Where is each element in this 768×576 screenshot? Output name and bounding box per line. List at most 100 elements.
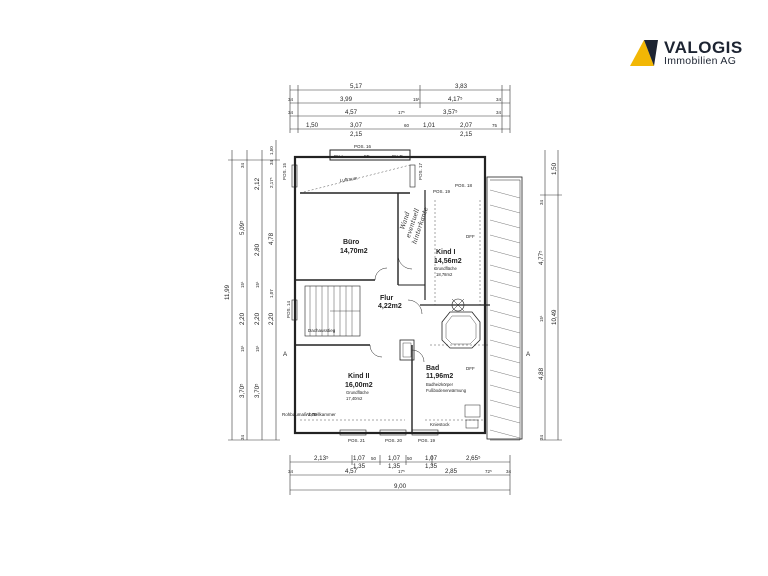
dim-bot-r2-3: 17⁵ — [398, 469, 405, 474]
room-buero-area: 14,70m2 — [340, 248, 368, 255]
dim-left-c2-1: 2,12 — [254, 177, 261, 190]
dim-top-r2-5: 34 — [496, 97, 502, 102]
dim-bot-r2-4: 2,85 — [445, 468, 458, 475]
dim-bot-r2-2: 4,57 — [345, 468, 358, 475]
dim-left-c1-1: 34 — [240, 162, 245, 168]
dim-top-r4-1: 1,50 — [306, 122, 319, 129]
dim-top-r3-3: 17⁵ — [398, 110, 405, 115]
dim-right-c1-4: 4,88 — [538, 367, 545, 380]
dim-top-r1-1: 5,17 — [350, 83, 363, 90]
dim-left-c3-1: 34 — [269, 159, 274, 165]
section-mark-right: A — [526, 351, 531, 358]
note-abstell: Abstellkammer — [306, 412, 336, 417]
dim-right-c1-2: 4,77⁵ — [538, 250, 545, 265]
mark-ff: FF — [364, 154, 370, 159]
dim-top-r2-4: 4,17⁵ — [448, 96, 463, 103]
dff-label-1: DFF — [466, 234, 475, 239]
dim-bot-r1-7: 2,65⁵ — [466, 455, 481, 462]
dim-left-c2-4: 2,20 — [254, 312, 261, 325]
dim-left-c2-6: 3,70⁵ — [254, 383, 261, 398]
dim-bot-r1b-3: 1,35 — [425, 463, 438, 470]
dim-top-r4b-1: 2,15 — [350, 131, 363, 138]
logo-triangle-dark — [644, 40, 658, 66]
dim-top-r4-3: 60 — [404, 123, 410, 128]
dim-left-c1-3: 15¹ — [240, 281, 245, 288]
bad-note-2: Fußbodenerwärmung — [426, 388, 467, 393]
dim-top-r2-1: 34 — [288, 97, 294, 102]
room-kind1-ground-label: Grundfläche — [434, 266, 457, 271]
room-buero-name: Büro — [343, 239, 359, 246]
dim-bot-r1-6: 1,07 — [425, 455, 438, 462]
dim-bot-r2-5: 72⁵ — [485, 469, 492, 474]
logo-wordmark: VALOGIS — [664, 38, 743, 57]
room-kind2-name: Kind II — [348, 373, 369, 380]
dim-left-c3-2: 2,17⁵ — [269, 177, 274, 188]
room-kind2-ground-label: Grundfläche — [346, 390, 369, 395]
section-mark-left: A — [283, 351, 288, 358]
dim-top-r4-6: 75 — [492, 123, 498, 128]
dim-left-c2-3: 15¹ — [255, 281, 260, 288]
note-kniestock: Kniestock — [430, 422, 450, 427]
dim-right-c1-3: 15¹ — [539, 315, 544, 322]
dim-top-r2-2: 3,99 — [340, 96, 353, 103]
pos-20: POS. 20 — [385, 438, 403, 443]
dim-left-c1-5: 15¹ — [240, 345, 245, 352]
pos-14: POS. 14 — [286, 300, 291, 318]
dim-bot-r1-1: 2,13⁵ — [314, 455, 329, 462]
logo-subtitle: Immobilien AG — [664, 55, 737, 67]
valogis-logo — [630, 40, 658, 66]
room-kind1-area: 14,56m2 — [434, 258, 462, 265]
dim-top-r4-4: 1,01 — [423, 122, 436, 129]
dim-right-c2-1: 1,50 — [551, 162, 558, 175]
dim-bot-r1b-2: 1,35 — [388, 463, 401, 470]
dim-left-c3-6: 1,50 — [269, 146, 274, 155]
dim-top-r4-5: 2,07 — [460, 122, 473, 129]
dim-left-c2-5: 15¹ — [255, 345, 260, 352]
dim-bot-total: 9,00 — [394, 483, 407, 490]
room-bad-area: 11,96m2 — [426, 373, 453, 380]
dim-top-r3-2: 4,57 — [345, 109, 358, 116]
logo-triangle-yellow — [630, 40, 654, 66]
room-bad-name: Bad — [426, 365, 439, 372]
dim-bot-r1-3: 50 — [371, 456, 377, 461]
dim-left-c1-7: 34 — [240, 434, 245, 440]
dim-bot-r1b-1: 1,35 — [353, 463, 366, 470]
pos-19-bottom: POS. 19 — [418, 438, 436, 443]
dim-bot-r2-6: 34 — [506, 469, 512, 474]
dim-top-r4-2: 3,07 — [350, 122, 363, 129]
dim-top-r3-1: 34 — [288, 110, 294, 115]
bad-note-1: Badheizkörper — [426, 382, 454, 387]
room-kind2-ground-value: 17,40m2 — [346, 396, 363, 401]
dim-left-c2-2: 2,80 — [254, 243, 261, 256]
pos-18: POS. 18 — [455, 183, 473, 188]
dim-left-c3-4: 1,07 — [269, 289, 274, 298]
dim-bot-r2-1: 34 — [288, 469, 294, 474]
pos-21: POS. 21 — [348, 438, 366, 443]
dim-right-c1-5: 34 — [539, 434, 544, 440]
dim-bot-r1-5: 50 — [407, 456, 413, 461]
pos-16: POS. 16 — [354, 144, 372, 149]
pos-19-top: POS. 19 — [433, 189, 451, 194]
dim-left-total: 11,99 — [224, 284, 231, 300]
room-flur-area: 4,22m2 — [378, 303, 402, 310]
dim-left-c1-4: 2,20 — [239, 312, 246, 325]
room-kind1-name: Kind I — [436, 249, 455, 256]
dff-label-2: DFF — [466, 366, 475, 371]
pos-17: POS. 17 — [418, 162, 423, 180]
note-rohbau: Rohbaumaß 2,70 — [282, 412, 317, 417]
room-flur-name: Flur — [380, 295, 393, 302]
dim-left-c1-2: 5,09⁵ — [239, 220, 246, 235]
dim-top-r4b-2: 2,15 — [460, 131, 473, 138]
luftraum-label: Luftraum — [339, 176, 358, 183]
dim-bot-r1-2: 1,07 — [353, 455, 366, 462]
dim-left-c3-5: 2,20 — [268, 312, 275, 325]
dim-top-r1-2: 3,83 — [455, 83, 468, 90]
dim-right-c1-1: 34 — [539, 199, 544, 205]
room-kind2-area: 16,00m2 — [345, 382, 373, 389]
dim-top-r3-5: 34 — [496, 110, 502, 115]
dim-top-r3-4: 3,57⁵ — [443, 109, 458, 116]
dim-left-c3-3: 4,78 — [268, 232, 275, 245]
dim-right-c2-2: 10,49 — [551, 309, 558, 325]
